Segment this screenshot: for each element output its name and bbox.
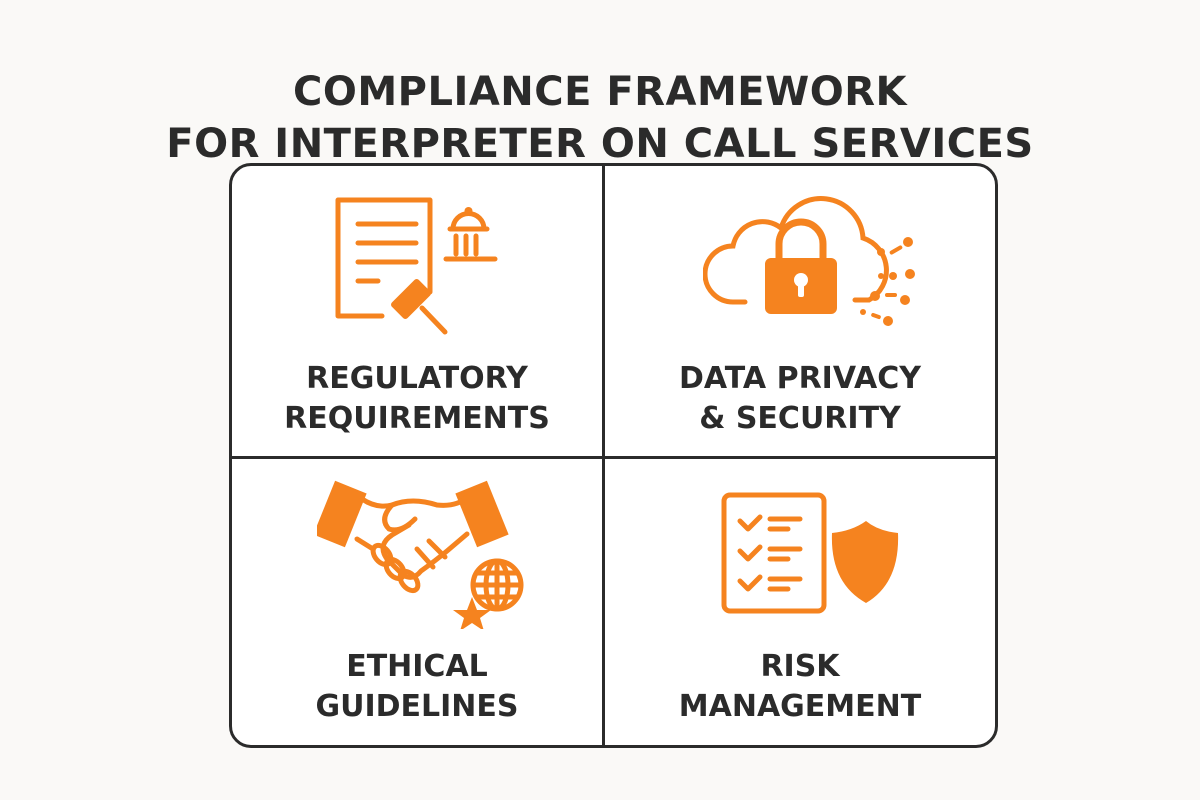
framework-grid: REGULATORY REQUIREMENTS DATA PRIVACY & S… bbox=[229, 163, 998, 748]
quadrant-ethical-guidelines: ETHICAL GUIDELINES bbox=[232, 459, 602, 745]
quadrant-label: DATA PRIVACY & SECURITY bbox=[679, 361, 921, 436]
title-line-2: FOR INTERPRETER ON CALL SERVICES bbox=[166, 121, 1034, 167]
diagram-title: COMPLIANCE FRAMEWORK FOR INTERPRETER ON … bbox=[0, 66, 1200, 170]
document-gavel-courthouse-icon bbox=[335, 197, 498, 335]
handshake-globe-star-icon bbox=[317, 480, 524, 629]
cloud-lock-data-icon bbox=[703, 196, 915, 326]
vertical-divider bbox=[602, 166, 605, 745]
quadrant-data-privacy-security: DATA PRIVACY & SECURITY bbox=[605, 166, 995, 456]
quadrant-label: RISK MANAGEMENT bbox=[678, 649, 922, 724]
horizontal-divider bbox=[232, 456, 995, 459]
quadrant-label: REGULATORY REQUIREMENTS bbox=[284, 361, 550, 436]
title-line-1: COMPLIANCE FRAMEWORK bbox=[292, 69, 908, 115]
quadrant-regulatory-requirements: REGULATORY REQUIREMENTS bbox=[232, 166, 602, 456]
quadrant-label: ETHICAL GUIDELINES bbox=[315, 649, 519, 724]
checklist-shield-icon bbox=[721, 492, 899, 614]
quadrant-risk-management: RISK MANAGEMENT bbox=[605, 459, 995, 745]
